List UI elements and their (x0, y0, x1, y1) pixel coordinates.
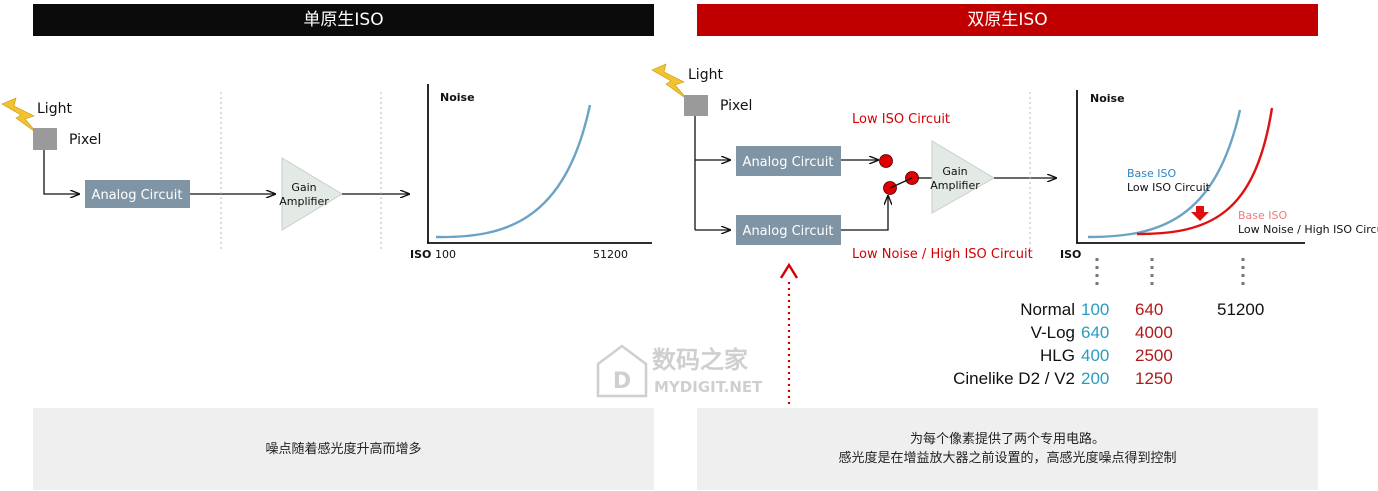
pixel-label: Pixel (69, 132, 101, 148)
left-footer: 噪点随着感光度升高而增多 (33, 408, 654, 490)
high-iso-graph-label: Low Noise / High ISO Circuit (1238, 223, 1378, 236)
light-label-right: Light (688, 67, 723, 83)
base-iso-high-value: 640 (1135, 300, 1164, 319)
watermark-en: MYDIGIT.NET (654, 378, 763, 396)
base-iso-high-value: 4000 (1135, 323, 1173, 342)
iso-table-row: HLG 400 2500 (930, 346, 1290, 368)
light-label: Light (37, 101, 72, 117)
watermark-logo: D 数码之家 MYDIGIT.NET (596, 344, 763, 398)
base-iso-high-value: 1250 (1135, 369, 1173, 388)
right-graph-x-label: ISO (1060, 248, 1081, 261)
left-noise-curve (435, 104, 592, 239)
analog-circuit-box (85, 180, 190, 208)
analog-circuit-top-label: Analog Circuit (743, 155, 834, 170)
base-iso-low-value: 100 (1081, 300, 1110, 319)
gain-label-2: Amplifier (279, 195, 329, 208)
high-iso-circuit-label: Low Noise / High ISO Circuit (852, 247, 1033, 262)
right-graph-y-label: Noise (1090, 92, 1125, 105)
iso-mode-label: HLG (1040, 346, 1075, 365)
gain-label-1: Gain (291, 181, 316, 194)
switch-dot-top (879, 154, 893, 168)
base-iso-high-value: 2500 (1135, 346, 1173, 365)
iso-mode-label: Cinelike D2 / V2 (953, 369, 1075, 388)
iso-table-row: Normal 100 640 51200 (930, 300, 1290, 322)
analog-circuit-top-box (736, 146, 841, 176)
base-iso-low-value: 200 (1081, 369, 1110, 388)
iso-mode-label: Normal (1020, 300, 1075, 319)
analog-circuit-bottom-box (736, 215, 841, 245)
gain-amplifier-triangle-right (931, 140, 995, 214)
gain-label-2-right: Amplifier (930, 179, 980, 192)
pixel-to-circuit-line (43, 150, 79, 194)
right-header: 双原生ISO (697, 4, 1318, 36)
switch-lever (889, 177, 913, 189)
bottom-circuit-to-switch (841, 196, 888, 231)
lightning-icon-right (651, 63, 689, 101)
gain-label-1-right: Gain (942, 165, 967, 178)
pixel-label-right: Pixel (720, 98, 752, 114)
noise-reduction-arrow-icon (1191, 206, 1209, 221)
low-iso-circuit-label: Low ISO Circuit (852, 112, 950, 127)
iso-mode-label: V-Log (1030, 323, 1075, 342)
watermark-cn: 数码之家 (652, 346, 748, 374)
right-footer-line-1: 为每个像素提供了两个专用电路。 (909, 432, 1105, 447)
left-diagram: Light Pixel Analog Circuit Gain Amplifie… (1, 84, 652, 261)
base-iso-red-label: Base ISO (1238, 209, 1288, 222)
analog-circuit-bottom-label: Analog Circuit (743, 224, 834, 239)
blue-noise-curve (1087, 109, 1242, 239)
svg-text:D: D (613, 369, 631, 394)
left-header: 单原生ISO (33, 4, 654, 36)
base-iso-blue-label: Base ISO (1127, 167, 1177, 180)
right-diagram: Light Pixel Analog Circuit Analog Circui… (651, 63, 1378, 404)
right-footer: 为每个像素提供了两个专用电路。 感光度是在增益放大器之前设置的，高感光度噪点得到… (697, 408, 1318, 490)
left-graph-y-label: Noise (440, 91, 475, 104)
left-graph-x-label: ISO (410, 248, 431, 261)
left-graph-tick-51200: 51200 (593, 248, 628, 261)
max-iso-value: 51200 (1217, 300, 1265, 319)
red-noise-curve (1136, 107, 1274, 236)
gain-amplifier-triangle (281, 157, 343, 231)
lightning-icon (1, 97, 39, 135)
pixel-square-icon (33, 128, 57, 150)
analog-circuit-label: Analog Circuit (92, 188, 183, 203)
base-iso-low-value: 640 (1081, 323, 1110, 342)
iso-table-row: Cinelike D2 / V2 200 1250 (930, 369, 1290, 391)
base-iso-low-value: 400 (1081, 346, 1110, 365)
right-footer-line-2: 感光度是在增益放大器之前设置的，高感光度噪点得到控制 (838, 451, 1177, 466)
red-pointer-head-icon (779, 262, 799, 279)
pixel-square-icon-right (684, 95, 708, 116)
left-graph-tick-100: 100 (435, 248, 456, 261)
low-iso-graph-label: Low ISO Circuit (1127, 181, 1211, 194)
left-footer-text: 噪点随着感光度升高而增多 (265, 441, 422, 457)
iso-table-row: V-Log 640 4000 (930, 323, 1290, 345)
